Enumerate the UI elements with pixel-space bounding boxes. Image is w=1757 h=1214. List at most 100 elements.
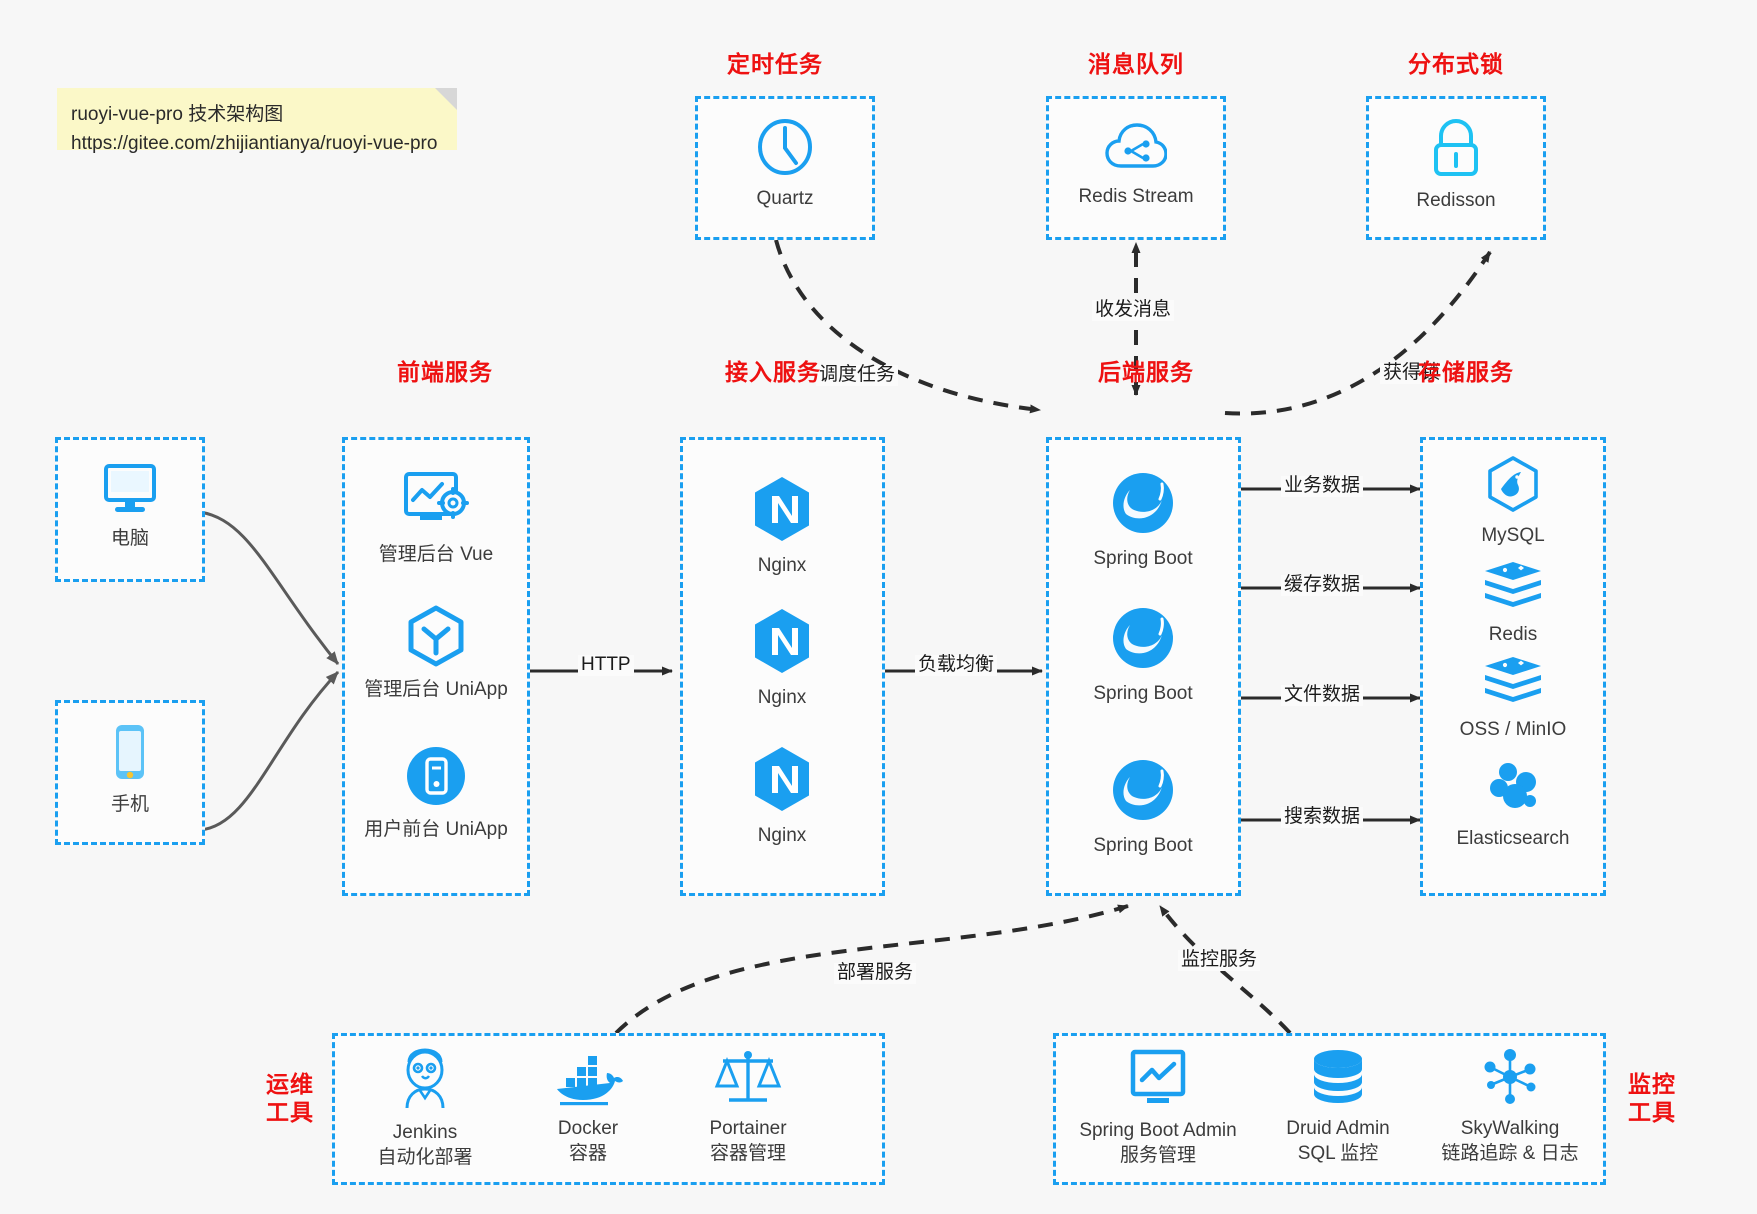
node-admin-uniapp[interactable]: 管理后台 UniApp: [361, 605, 511, 703]
group-box-storage: [1420, 437, 1606, 896]
node-nginx-2[interactable]: Nginx: [707, 607, 857, 711]
node-spring-boot-1[interactable]: Spring Boot: [1068, 470, 1218, 572]
node-sublabel: 服务管理: [1119, 1144, 1196, 1166]
node-label: MySQL: [1481, 525, 1545, 546]
group-box-devops: [332, 1033, 885, 1185]
edge-label-acquire-lock: 获得锁: [1380, 362, 1444, 384]
node-phone[interactable]: 手机: [55, 722, 205, 818]
node-spring-boot-3[interactable]: Spring Boot: [1068, 757, 1218, 859]
node-label: 电脑: [110, 528, 149, 549]
node-label: Spring Boot Admin: [1079, 1120, 1237, 1141]
group-title-backend: 后端服务: [1098, 359, 1194, 385]
edge-label-business-data: 业务数据: [1281, 475, 1364, 497]
node-label: Spring Boot: [1093, 835, 1193, 856]
node-label: OSS / MinIO: [1459, 719, 1567, 740]
node-nginx-1[interactable]: Nginx: [707, 475, 857, 579]
desktop-icon: [99, 460, 161, 521]
node-label: Spring Boot: [1093, 548, 1193, 569]
redis-icon: [1482, 560, 1544, 617]
node-spring-boot-2[interactable]: Spring Boot: [1068, 605, 1218, 707]
node-sublabel: 容器管理: [709, 1142, 786, 1164]
node-label: Docker: [557, 1118, 619, 1139]
node-jenkins[interactable]: Jenkins 自动化部署: [345, 1048, 505, 1170]
group-title-monitoring-line1: 监控: [1628, 1071, 1676, 1097]
node-label: Druid Admin: [1286, 1118, 1390, 1139]
nginx-icon: [751, 607, 813, 680]
node-label: Redisson: [1416, 190, 1496, 211]
node-label: Elasticsearch: [1456, 828, 1570, 849]
node-label: 用户前台 UniApp: [364, 819, 508, 840]
edge-label-deploy-service: 部署服务: [834, 962, 917, 984]
group-title-scheduler: 定时任务: [727, 51, 823, 77]
spring-icon: [1110, 757, 1176, 828]
note-line-1: ruoyi-vue-pro 技术架构图: [71, 104, 284, 125]
edge-acquire-lock: [1224, 250, 1492, 416]
edge-label-schedule-task: 调度任务: [816, 364, 899, 386]
node-redis-stream[interactable]: Redis Stream: [1061, 122, 1211, 210]
group-title-monitoring-line2: 工具: [1628, 1099, 1676, 1126]
node-desktop[interactable]: 电脑: [55, 460, 205, 552]
node-label: Quartz: [756, 188, 814, 209]
node-mysql[interactable]: MySQL: [1438, 455, 1588, 549]
group-title-monitoring: 监控 工具: [1620, 1070, 1684, 1126]
node-admin-vue[interactable]: 管理后台 Vue: [361, 470, 511, 568]
edge-label-search-data: 搜索数据: [1281, 806, 1364, 828]
nginx-icon: [751, 475, 813, 548]
group-title-frontend: 前端服务: [397, 359, 493, 385]
dashboard-icon: [400, 470, 472, 537]
node-label: Nginx: [757, 825, 807, 846]
edge-label-monitor-service: 监控服务: [1178, 949, 1261, 971]
node-oss-minio[interactable]: OSS / MinIO: [1438, 655, 1588, 743]
group-title-storage: 存储服务: [1418, 359, 1514, 385]
group-title-devops: 运维 工具: [258, 1070, 322, 1126]
cube-icon: [405, 605, 467, 672]
node-label: Nginx: [757, 555, 807, 576]
node-redisson[interactable]: Redisson: [1381, 118, 1531, 214]
edge-label-mq-messages: 收发消息: [1092, 299, 1175, 321]
mysql-icon: [1485, 455, 1541, 518]
node-label: 手机: [110, 794, 149, 815]
edge-label-file-data: 文件数据: [1281, 684, 1364, 706]
edge-label-cache-data: 缓存数据: [1281, 574, 1364, 596]
node-portainer[interactable]: Portainer 容器管理: [668, 1048, 828, 1166]
node-druid-admin[interactable]: Druid Admin SQL 监控: [1258, 1048, 1418, 1166]
group-title-gateway: 接入服务: [725, 359, 821, 385]
note-line-2: https://gitee.com/zhijiantianya/ruoyi-vu…: [71, 133, 438, 155]
node-label: Nginx: [757, 687, 807, 708]
spring-icon: [1110, 470, 1176, 541]
node-label: Redis: [1488, 624, 1538, 645]
node-sublabel: 容器: [568, 1142, 607, 1164]
phone-icon: [106, 722, 154, 787]
node-quartz[interactable]: Quartz: [710, 118, 860, 212]
node-label: Spring Boot: [1093, 683, 1193, 704]
node-label: Redis Stream: [1078, 186, 1194, 207]
node-sublabel: SQL 监控: [1297, 1142, 1379, 1164]
lock-icon: [1428, 118, 1484, 183]
note-callout: ruoyi-vue-pro 技术架构图 https://gitee.com/zh…: [57, 88, 457, 154]
note-fold-corner: [435, 88, 457, 110]
group-title-devops-line2: 工具: [266, 1099, 314, 1126]
node-redis[interactable]: Redis: [1438, 560, 1588, 648]
node-label: Portainer: [709, 1118, 787, 1139]
node-sublabel: 自动化部署: [377, 1146, 473, 1168]
node-label: Jenkins: [392, 1122, 458, 1143]
node-elasticsearch[interactable]: Elasticsearch: [1438, 760, 1588, 852]
group-title-mq: 消息队列: [1088, 51, 1184, 77]
cloud-stream-icon: [1105, 122, 1168, 179]
nginx-icon: [751, 745, 813, 818]
edge-label-http: HTTP: [578, 654, 634, 676]
spring-icon: [1110, 605, 1176, 676]
node-docker[interactable]: Docker 容器: [508, 1048, 668, 1166]
docker-icon: [552, 1048, 624, 1111]
portainer-icon: [713, 1048, 783, 1111]
node-skywalking[interactable]: SkyWalking 链路追踪 & 日志: [1420, 1048, 1600, 1166]
jenkins-icon: [393, 1048, 457, 1115]
node-label: SkyWalking: [1460, 1118, 1560, 1139]
node-nginx-3[interactable]: Nginx: [707, 745, 857, 849]
monitor-chart-icon: [1125, 1048, 1191, 1113]
node-user-uniapp[interactable]: 用户前台 UniApp: [361, 745, 511, 843]
node-spring-boot-admin[interactable]: Spring Boot Admin 服务管理: [1068, 1048, 1248, 1168]
node-label: 管理后台 Vue: [378, 544, 494, 565]
node-label: 管理后台 UniApp: [364, 679, 508, 700]
group-box-mq: [1046, 96, 1226, 240]
